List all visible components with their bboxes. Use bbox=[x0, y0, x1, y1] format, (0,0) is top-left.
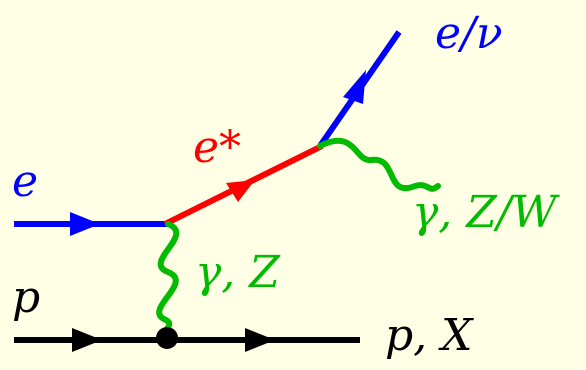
incoming-electron-line bbox=[14, 212, 167, 236]
emitted-boson-label: γ, Z/W bbox=[412, 187, 557, 238]
incoming-proton-label: p bbox=[12, 272, 41, 323]
incoming-proton-arrow bbox=[72, 328, 102, 352]
outgoing-hadron-label: p, X bbox=[385, 310, 473, 361]
outgoing-lepton-label: e/ν bbox=[435, 8, 503, 59]
excited-electron-arrow bbox=[226, 180, 255, 202]
excited-electron-label: e* bbox=[193, 122, 242, 173]
proton-vertex bbox=[156, 327, 178, 349]
incoming-electron-arrow bbox=[70, 212, 100, 236]
exchanged-boson-label: γ, Z bbox=[195, 247, 280, 298]
outgoing-lepton-arrow bbox=[343, 70, 366, 104]
excited-electron-line bbox=[163, 143, 324, 227]
exchanged-boson-line bbox=[156, 221, 180, 339]
proton-line bbox=[14, 327, 360, 352]
outgoing-hadron-arrow bbox=[245, 328, 275, 352]
emitted-boson-line bbox=[317, 137, 441, 192]
outgoing-lepton-line bbox=[317, 30, 402, 148]
incoming-electron-label: e bbox=[12, 156, 39, 207]
